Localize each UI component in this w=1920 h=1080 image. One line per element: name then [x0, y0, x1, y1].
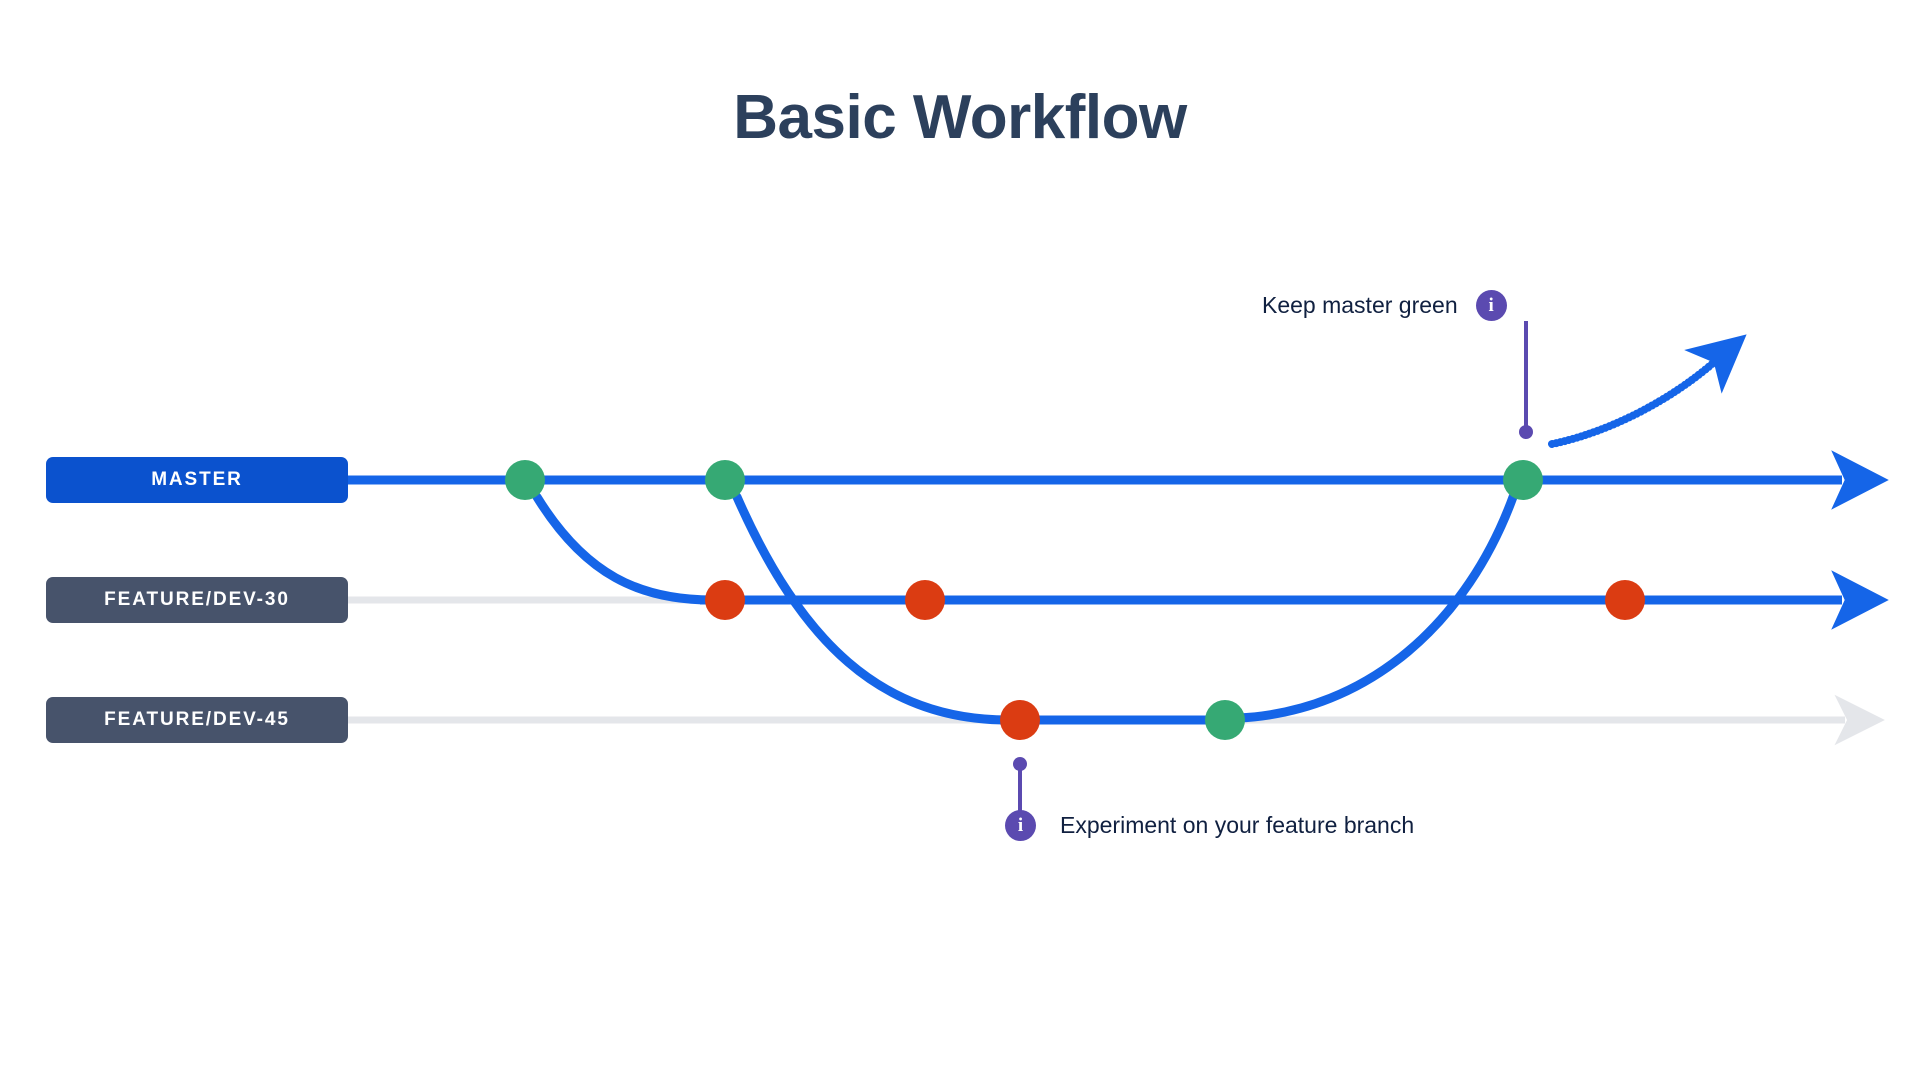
callout-experiment-feature-branch-text: Experiment on your feature branch	[1060, 812, 1415, 838]
branch-badge-feature-dev-45-label: FEATURE/DEV-45	[104, 709, 290, 730]
curve-dev45-to-master	[1233, 492, 1518, 723]
commit-master-2[interactable]	[705, 460, 745, 500]
callout-connector-bottom	[1013, 757, 1027, 812]
commit-dev45-1[interactable]	[1000, 700, 1040, 740]
branch-badge-feature-dev-30-label: FEATURE/DEV-30	[104, 589, 290, 610]
branch-badge-feature-dev-30[interactable]: FEATURE/DEV-30	[46, 577, 348, 623]
info-icon[interactable]: i	[1005, 810, 1036, 841]
commit-dev30-3[interactable]	[1605, 580, 1645, 620]
callout-experiment-feature-branch: i Experiment on your feature branch	[1005, 810, 1414, 841]
page-title: Basic Workflow	[733, 83, 1187, 152]
branch-badge-feature-dev-45[interactable]: FEATURE/DEV-45	[46, 697, 348, 743]
info-icon[interactable]: i	[1475, 290, 1507, 321]
branch-badge-master[interactable]: MASTER	[46, 457, 348, 503]
commit-dev30-2[interactable]	[905, 580, 945, 620]
callout-keep-master-green-text: Keep master green	[1262, 292, 1458, 318]
commit-dev30-1[interactable]	[705, 580, 745, 620]
commit-dev45-2[interactable]	[1205, 700, 1245, 740]
callout-connector-top	[1519, 321, 1533, 439]
curve-master-to-dev30	[532, 492, 717, 605]
curve-master-to-dev45	[732, 492, 1013, 725]
dotted-future-arrow	[1548, 334, 1747, 448]
commit-master-1[interactable]	[505, 460, 545, 500]
commit-master-merge[interactable]	[1503, 460, 1543, 500]
callout-keep-master-green: Keep master green i	[1262, 290, 1507, 321]
branch-badge-master-label: MASTER	[151, 469, 243, 490]
commit-nodes	[505, 460, 1645, 740]
